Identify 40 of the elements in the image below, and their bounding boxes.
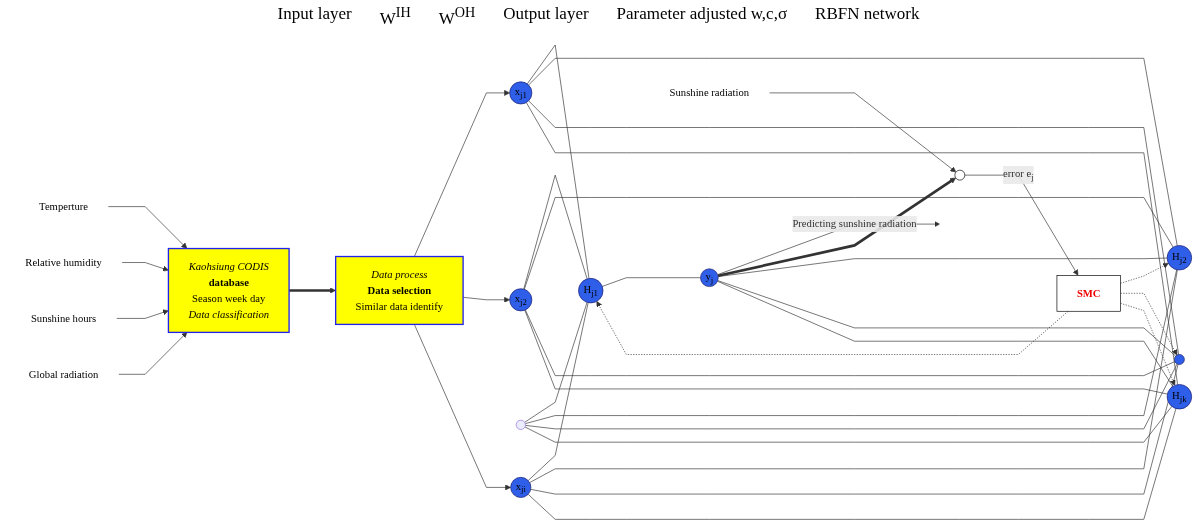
node-circle <box>1174 353 1185 365</box>
node-circle: x$_{ji}$ <box>510 476 532 498</box>
node-circle: H$_{jk}$ <box>1166 383 1192 409</box>
connector <box>524 405 1173 443</box>
node-circle: H$_{j1}$ <box>578 277 604 303</box>
diagram-label: Output layer <box>503 4 589 25</box>
edge-label: Predicting sunshine radiation <box>792 217 917 230</box>
node-text: Sunshine radiation <box>669 86 750 98</box>
connector <box>526 44 590 279</box>
node-circle: x$_{j1}$ <box>509 81 533 104</box>
node-text: Relative humidity <box>25 256 102 268</box>
connector <box>527 301 589 481</box>
node-circle: x$_{j2}$ <box>509 288 533 311</box>
node-text: Sunshine hours <box>30 312 97 324</box>
connector <box>601 277 701 287</box>
node-text: Temperture <box>39 200 89 212</box>
diagram-label: W$^{IH}$ <box>379 4 411 29</box>
arrow <box>289 287 336 294</box>
connector <box>524 309 1168 395</box>
edge-label: error e$_{j}$ <box>1003 167 1034 182</box>
diagram-label: W$^{OH}$ <box>438 4 476 29</box>
diagram-label: Input layer <box>277 4 352 25</box>
connector <box>527 407 1177 520</box>
connector <box>525 363 1178 429</box>
connector <box>530 363 1179 495</box>
connector <box>524 196 1174 290</box>
connector <box>528 57 1178 246</box>
node-circle: H$_{j2}$ <box>1166 244 1192 271</box>
node-box: SMC <box>1056 274 1121 312</box>
connector <box>524 301 588 423</box>
node-circle: y$_{j}$ <box>700 268 719 287</box>
node-point <box>515 419 526 430</box>
node-box: Data process Data selection Similar data identify <box>335 255 464 325</box>
node-text: Global radiation <box>28 367 99 380</box>
diagram-label: Parameter adjusted w,c,σ <box>616 4 788 25</box>
node-circle <box>954 169 966 181</box>
node-box: Kaohsiung CODIS database Season week day Data classification <box>167 247 290 333</box>
connector <box>525 309 1176 376</box>
diagram-label: RBFN network <box>815 4 920 25</box>
connector <box>523 174 588 290</box>
